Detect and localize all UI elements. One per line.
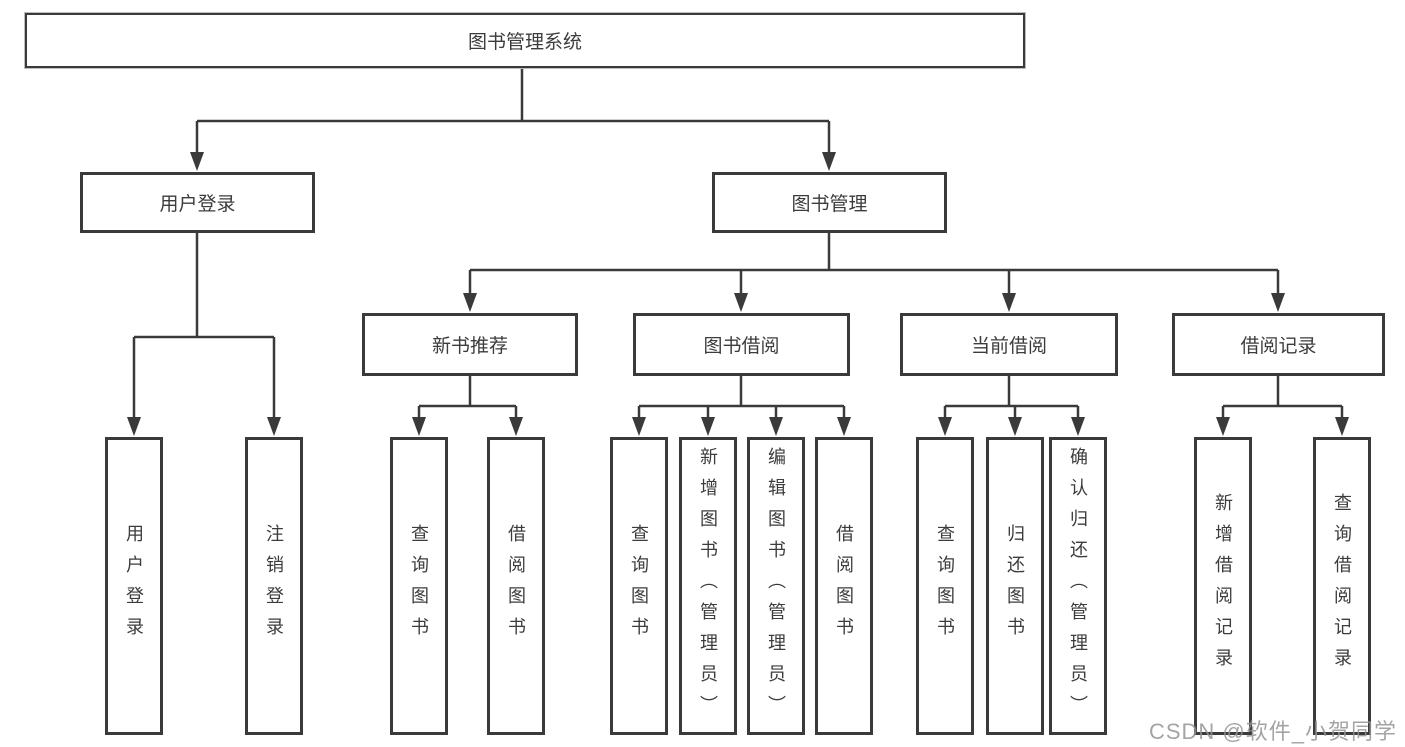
leaf-logout: 注销登录 (245, 437, 303, 735)
leaf-bb-query-books: 查询图书 (610, 437, 668, 735)
node-new-book-recommend: 新书推荐 (362, 313, 578, 376)
node-borrow-records: 借阅记录 (1172, 313, 1385, 376)
node-book-borrow: 图书借阅 (633, 313, 850, 376)
leaf-br-add-record: 新增借阅记录 (1194, 437, 1252, 735)
node-book-management: 图书管理 (712, 172, 947, 233)
csdn-watermark: CSDN @软件_小贺同学 (1148, 719, 1397, 744)
leaf-user-login: 用户登录 (105, 437, 163, 735)
leaf-bb-borrow-books: 借阅图书 (815, 437, 873, 735)
leaf-nb-borrow-books: 借阅图书 (487, 437, 545, 735)
leaf-cb-query-books: 查询图书 (916, 437, 974, 735)
node-current-borrow: 当前借阅 (900, 313, 1118, 376)
leaf-cb-return-books: 归还图书 (986, 437, 1044, 735)
leaf-bb-edit-books-admin: 编辑图书（管理员） (747, 437, 805, 735)
node-user-login: 用户登录 (80, 172, 315, 233)
node-root: 图书管理系统 (25, 13, 1025, 68)
leaf-br-query-record: 查询借阅记录 (1313, 437, 1371, 735)
leaf-bb-add-books-admin: 新增图书（管理员） (679, 437, 737, 735)
leaf-nb-query-books: 查询图书 (390, 437, 448, 735)
leaf-cb-confirm-return-admin: 确认归还（管理员） (1049, 437, 1107, 735)
